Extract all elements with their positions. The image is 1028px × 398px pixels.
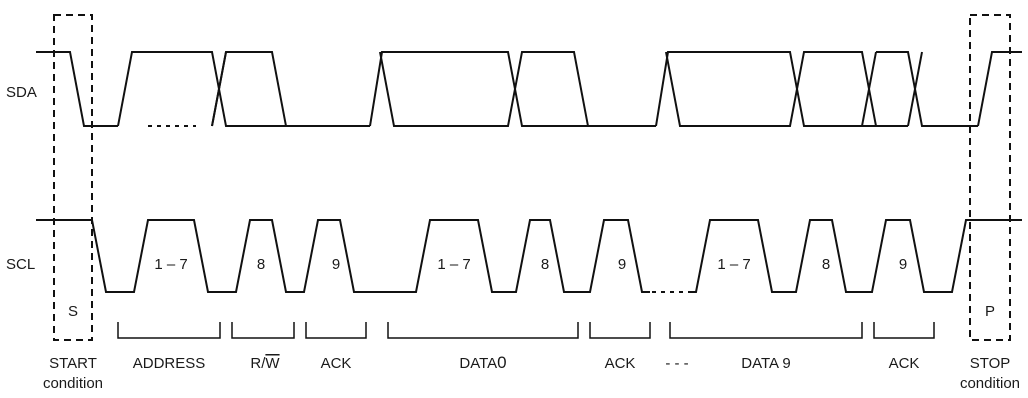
scl-pulse-data9-bits: 1 – 7 (717, 256, 750, 273)
sda-continuation-dots (148, 51, 768, 127)
ack1-label: ACK (321, 355, 352, 372)
stop-condition-box (969, 14, 1011, 341)
scl-label: SCL (6, 256, 35, 273)
scl-pulse-data0-ack: 9 (618, 256, 626, 273)
scl-pulse-data0-last: 8 (541, 256, 549, 273)
ack3-label: ACK (889, 355, 920, 372)
address-bracket (117, 322, 221, 339)
scl-continuation-dots (162, 219, 746, 293)
scl-pulse-address-rw: 8 (257, 256, 265, 273)
data0-label: DATA0 (459, 353, 506, 372)
rw-label-write-overbar: W (265, 355, 280, 372)
stop-marker: P (985, 303, 995, 320)
ack2-bracket (589, 322, 651, 339)
ack3-bracket (873, 322, 935, 339)
scl-pulse-address-ack: 9 (332, 256, 340, 273)
start-condition-label-line2: condition (43, 375, 103, 392)
scl-pulse-data9-ack: 9 (899, 256, 907, 273)
rw-label-read: R/ (250, 355, 266, 372)
data0-bracket (387, 322, 579, 339)
data0-label-word: DATA (459, 355, 497, 372)
scl-pulse-data9-last: 8 (822, 256, 830, 273)
scl-pulse-address-bits: 1 – 7 (154, 256, 187, 273)
address-label: ADDRESS (133, 355, 206, 372)
data9-label: DATA 9 (741, 355, 790, 372)
phase-brackets (117, 322, 935, 339)
ellipsis-label: - - - (665, 355, 688, 372)
rw-label: R/W (250, 355, 280, 372)
sda-waveform (36, 51, 1022, 127)
scl-pulse-data0-bits: 1 – 7 (437, 256, 470, 273)
data0-label-number: 0 (497, 353, 506, 372)
stop-condition-label-line1: STOP (970, 355, 1011, 372)
start-marker: S (68, 303, 78, 320)
start-condition-label-line1: START (49, 355, 97, 372)
ack2-label: ACK (605, 355, 636, 372)
stop-condition-label-line2: condition (960, 375, 1020, 392)
data9-bracket (669, 322, 863, 339)
start-condition-box (53, 14, 93, 341)
ack1-bracket (305, 322, 367, 339)
sda-label: SDA (6, 84, 37, 101)
rw-bracket (231, 322, 295, 339)
